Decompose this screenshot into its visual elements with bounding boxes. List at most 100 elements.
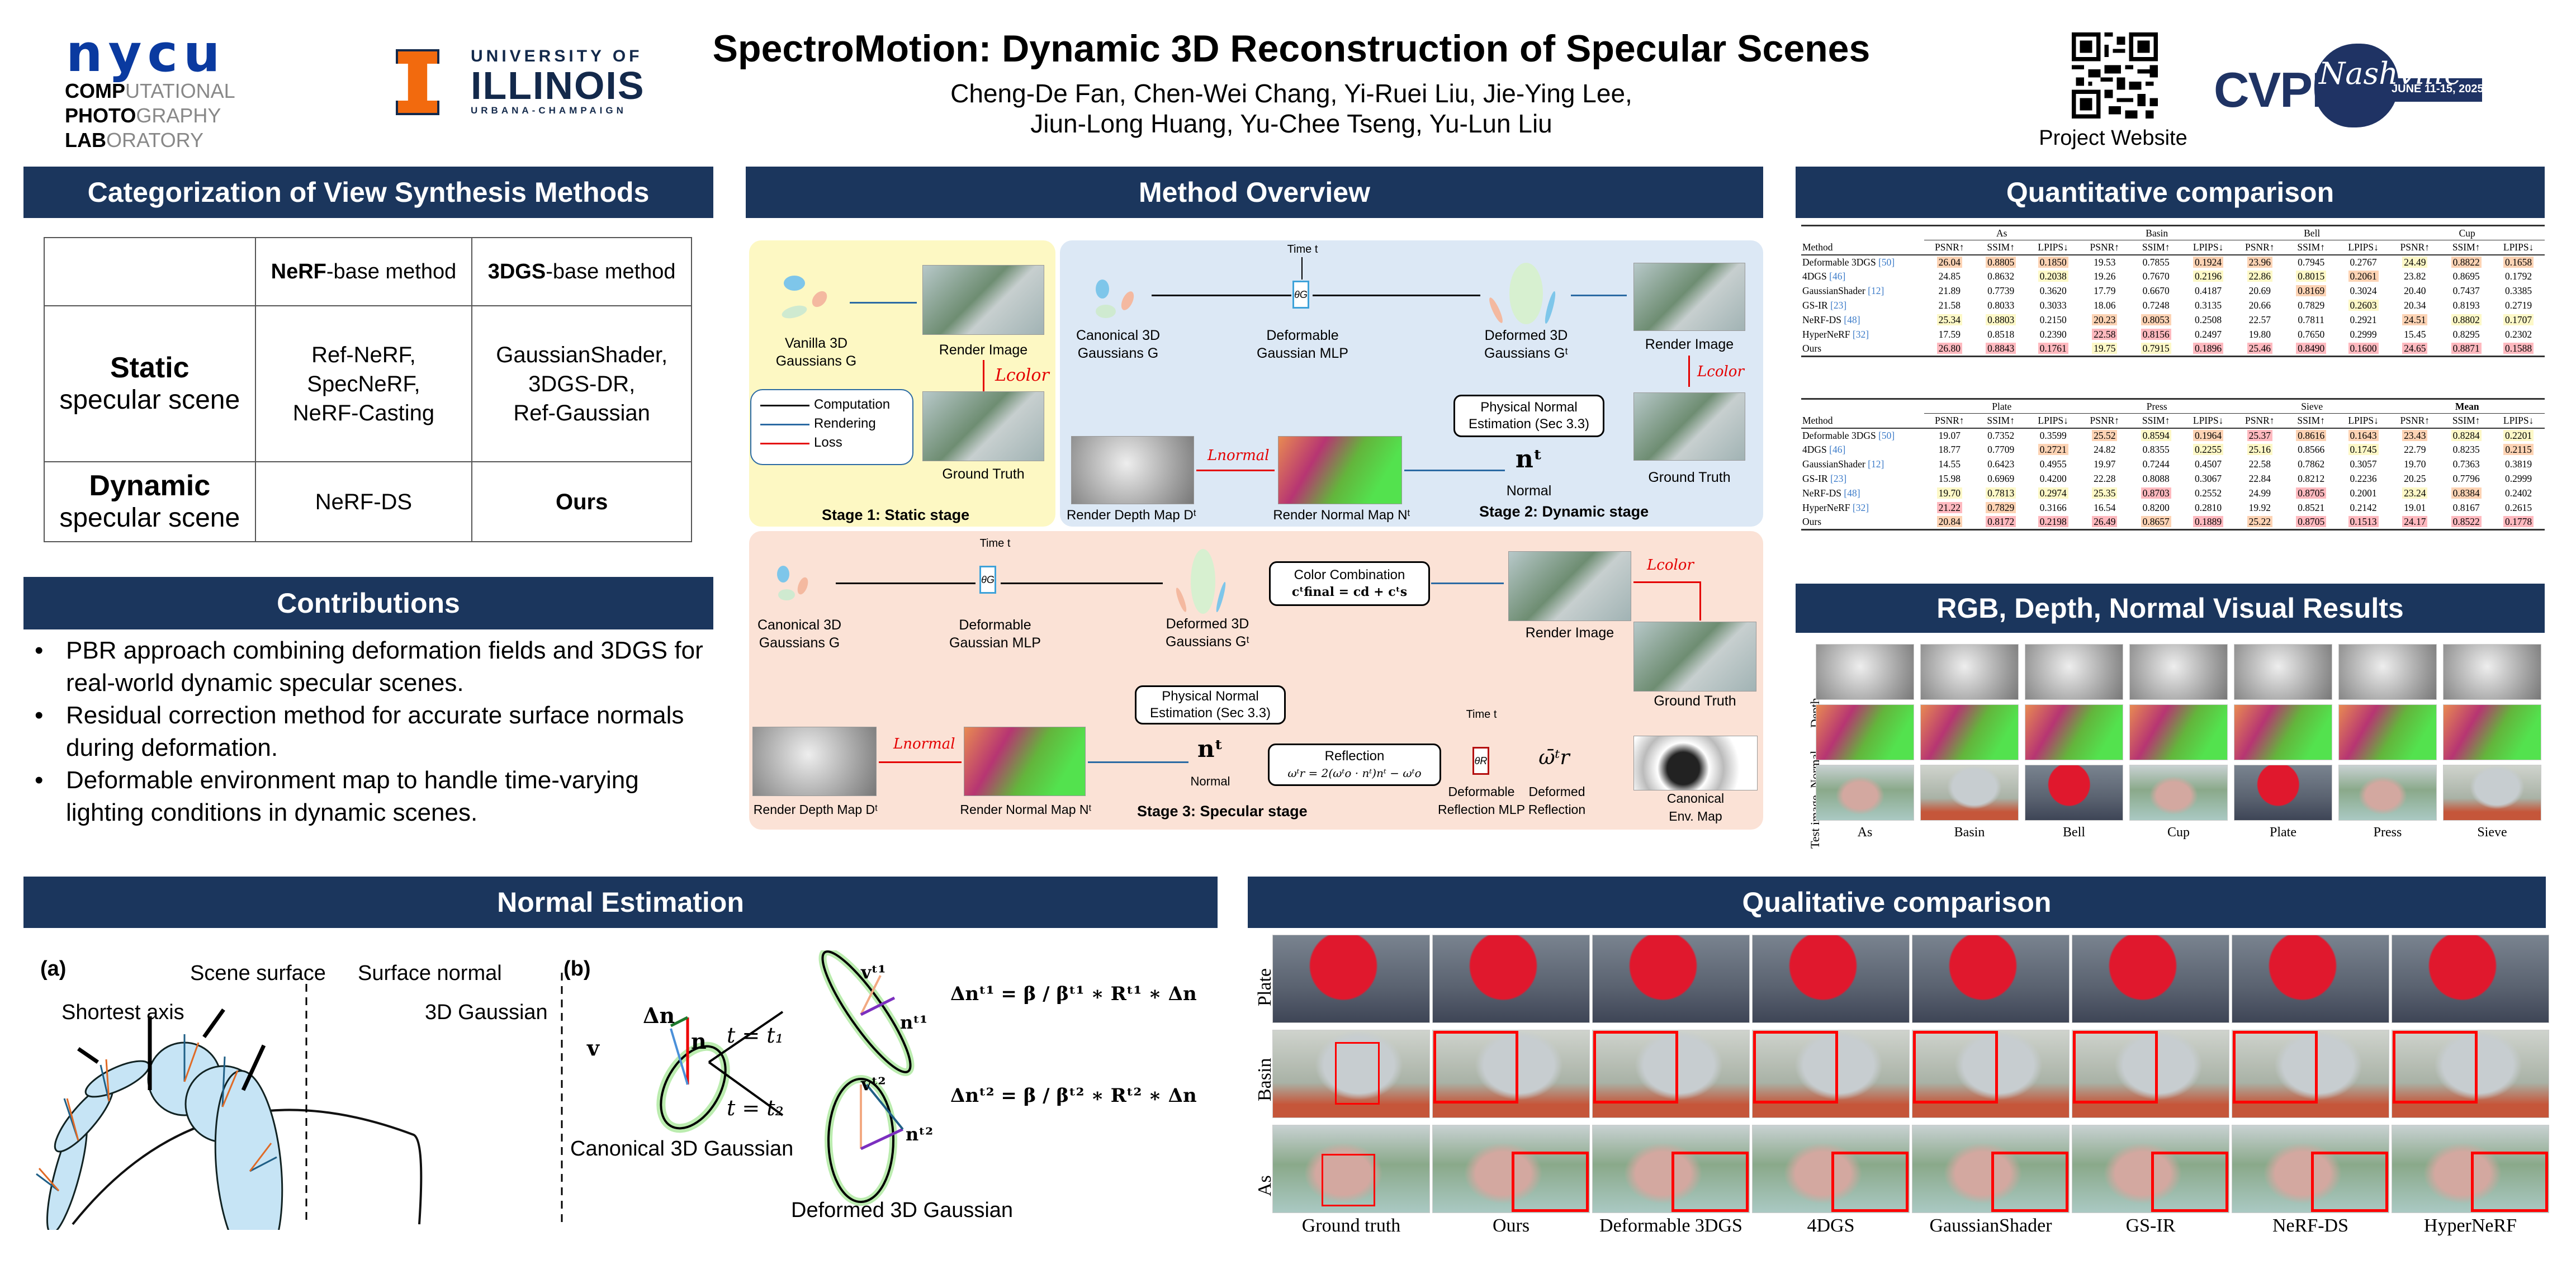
metric-value: 0.8295 bbox=[2452, 329, 2480, 340]
panel-b-label: (b) bbox=[564, 957, 591, 981]
zoom-box bbox=[1322, 1154, 1375, 1206]
qualitative-image bbox=[2072, 935, 2229, 1023]
visual-result-image bbox=[2129, 704, 2228, 760]
stage2-normal-map bbox=[1278, 436, 1402, 504]
metric-header: LPIPS↓ bbox=[2348, 241, 2379, 253]
metric-value: 0.7670 bbox=[2142, 271, 2170, 282]
stage1-gt-label: Ground Truth bbox=[942, 466, 1025, 482]
metric-value: 20.66 bbox=[2248, 300, 2271, 311]
contribution-item: Residual correction method for accurate … bbox=[32, 699, 720, 764]
color-combination-title: Color Combination bbox=[1294, 567, 1405, 583]
stage2-depth-map bbox=[1071, 436, 1194, 504]
reflection-mlp-label: Deformable Reflection MLP bbox=[1438, 784, 1525, 817]
metric-value: 22.79 bbox=[2404, 444, 2426, 455]
cvpr-guitar-neck bbox=[2387, 78, 2482, 102]
metric-value: 0.8169 bbox=[2285, 284, 2337, 299]
metric-value: 26.49 bbox=[2079, 515, 2130, 531]
metric-value: 25.37 bbox=[2234, 427, 2285, 443]
loss-arrow bbox=[879, 761, 962, 763]
metric-value: 0.3024 bbox=[2350, 285, 2377, 296]
stage2-title: Stage 2: Dynamic stage bbox=[1479, 503, 1649, 520]
visual-result-image bbox=[2234, 644, 2332, 700]
stage3-reflection-time-label: Time t bbox=[1466, 708, 1497, 721]
metric-value: 0.2974 bbox=[2027, 486, 2080, 501]
metric-header: LPIPS↓ bbox=[2348, 414, 2379, 426]
metric-value: 0.2999 bbox=[2350, 329, 2377, 340]
gaussian-blue-icon bbox=[1096, 280, 1109, 299]
metric-header: PSNR↑ bbox=[2090, 414, 2120, 426]
stage2-normal-label: Normal bbox=[1506, 483, 1552, 499]
qualitative-image bbox=[2392, 1125, 2549, 1213]
gaussian-ellipse bbox=[214, 1070, 283, 1230]
metric-value: 0.7862 bbox=[2298, 458, 2325, 470]
stage3-ground-truth-image bbox=[1633, 622, 1756, 692]
stage2-loss-color: Lcolor bbox=[1697, 363, 1744, 380]
qualitative-image bbox=[1752, 935, 1910, 1023]
stage3-depth-label: Render Depth Map Dᵗ bbox=[753, 802, 878, 817]
col-header-nerf: NeRF-base method bbox=[254, 236, 473, 307]
legend-loss-line bbox=[760, 443, 809, 444]
metric-value: 0.8594 bbox=[2130, 427, 2182, 443]
legend-rendering-line bbox=[760, 424, 809, 425]
stage2-mlp-icon: θG bbox=[1292, 281, 1309, 309]
color-combination-box: Color Combination cᵗfinal = cd + cᵗs bbox=[1269, 561, 1430, 606]
metric-value: 25.46 bbox=[2234, 342, 2285, 357]
stage2-mlp-label: Deformable Gaussian MLP bbox=[1257, 328, 1348, 361]
nycu-logo: nycu bbox=[66, 23, 226, 83]
method-name: GS-IR [23] bbox=[1802, 300, 1847, 311]
metric-value: 19.75 bbox=[2079, 342, 2130, 357]
metric-value: 0.2921 bbox=[2350, 314, 2377, 325]
computation-arrow bbox=[1152, 295, 1291, 296]
metric-value: 0.8172 bbox=[1974, 515, 2027, 531]
stage1-title: Stage 1: Static stage bbox=[822, 506, 970, 523]
metric-value: 0.7437 bbox=[2452, 285, 2480, 296]
metric-value: 18.06 bbox=[2094, 300, 2116, 311]
metric-value: 0.7352 bbox=[1974, 427, 2027, 443]
cell-dynamic-3dgs: Ours bbox=[471, 461, 692, 542]
t1-label: t = t₁ bbox=[727, 1023, 784, 1048]
metric-value: 0.1513 bbox=[2337, 515, 2390, 531]
metric-value: 0.8566 bbox=[2298, 444, 2325, 455]
surface-normal-arrow bbox=[202, 1008, 225, 1039]
metric-value: 0.2061 bbox=[2337, 269, 2390, 284]
legend-loss: Loss bbox=[814, 435, 842, 450]
stage3-loss-normal: Lnormal bbox=[893, 736, 955, 752]
zoom-box bbox=[1512, 1152, 1589, 1212]
stage2-deformed-label: Deformed 3D Gaussians Gᵗ bbox=[1484, 328, 1568, 361]
metric-value: 0.4955 bbox=[2039, 458, 2067, 470]
metric-value: 0.8200 bbox=[2142, 502, 2170, 513]
loss-arrow bbox=[1688, 356, 1690, 387]
metric-value: 0.3599 bbox=[2026, 427, 2080, 443]
canonical-gaussian-label: Canonical 3D Gaussian bbox=[570, 1137, 794, 1161]
legend-computation-line bbox=[760, 405, 809, 406]
metric-value: 0.2150 bbox=[2039, 314, 2067, 325]
metric-value: 0.8384 bbox=[2440, 486, 2492, 501]
stage2-loss-normal: Lnormal bbox=[1208, 447, 1270, 464]
metric-header: PSNR↑ bbox=[2400, 241, 2430, 253]
normal-estimation-header: Normal Estimation bbox=[23, 877, 1218, 928]
visual-result-image bbox=[2234, 704, 2332, 760]
metric-value: 24.85 bbox=[1938, 271, 1961, 282]
shortest-axis-arrow bbox=[77, 1047, 99, 1064]
scene-surface-curve bbox=[72, 1109, 423, 1225]
metric-value: 19.70 bbox=[1924, 486, 1975, 501]
deformed-gaussian-t2 bbox=[827, 1078, 894, 1203]
method-name: HyperNeRF [32] bbox=[1802, 329, 1869, 340]
stage1-ground-truth-image bbox=[922, 391, 1044, 461]
metric-value: 19.53 bbox=[2079, 254, 2130, 269]
qualitative-image bbox=[1912, 935, 2070, 1023]
stage3-deformed-label: Deformed 3D Gaussians Gᵗ bbox=[1166, 616, 1249, 650]
metric-value: 0.7739 bbox=[1987, 285, 2015, 296]
metric-value: 0.8193 bbox=[2452, 300, 2480, 311]
deformed-gaussian-green-icon bbox=[1509, 263, 1543, 324]
metric-value: 23.24 bbox=[2389, 486, 2440, 501]
metric-value: 18.77 bbox=[1938, 444, 1961, 455]
metric-value: 0.3819 bbox=[2505, 458, 2532, 470]
loss-arrow bbox=[1196, 470, 1275, 471]
zoom-box bbox=[1913, 1031, 1998, 1104]
reflection-equation: ωᵗr = 2(ωᵗo · nᵗ)nᵗ − ωᵗo bbox=[1287, 766, 1422, 780]
metric-value: 0.3385 bbox=[2505, 285, 2532, 296]
qr-code[interactable] bbox=[2071, 32, 2159, 119]
